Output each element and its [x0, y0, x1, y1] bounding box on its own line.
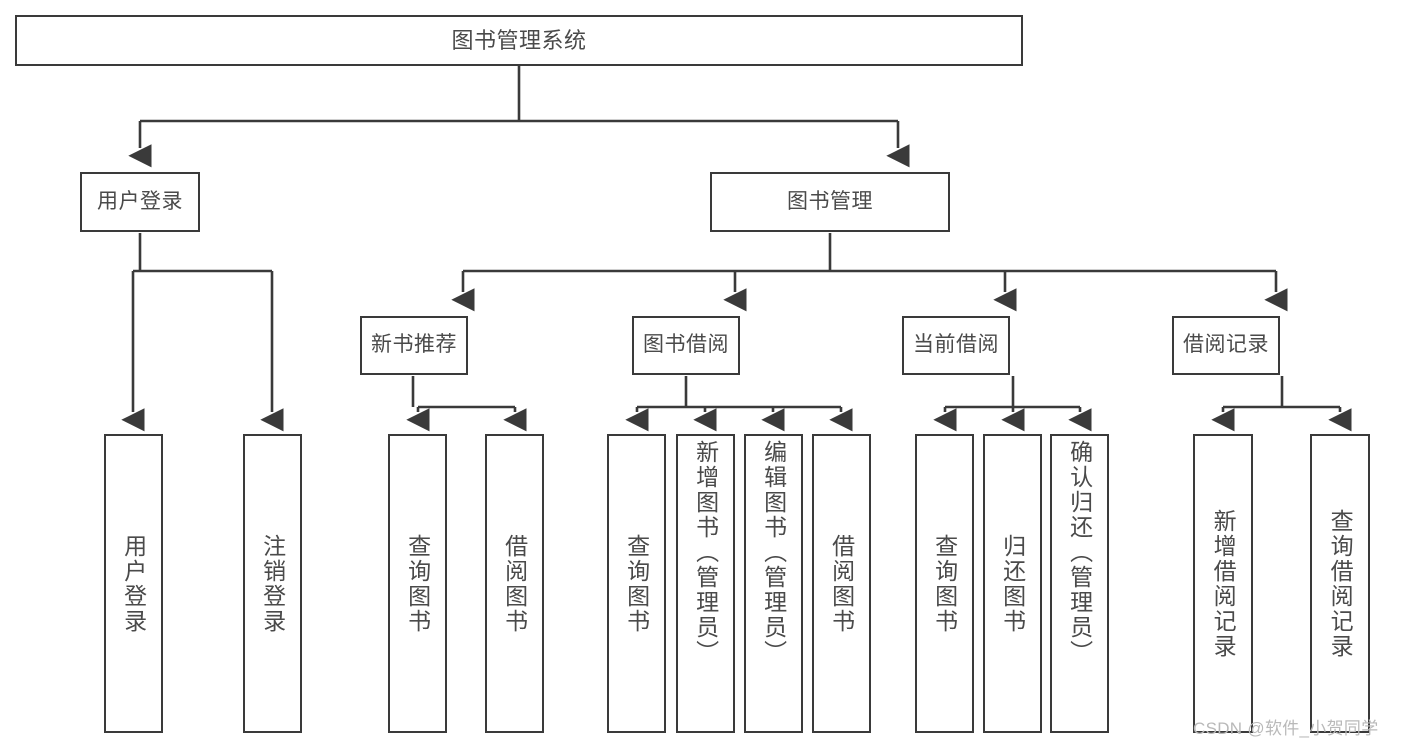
node-book-borrow-label: 图书借阅: [643, 333, 729, 357]
leaf-query-book-2-label: 查询图书: [623, 533, 650, 634]
leaf-query-record-label: 查询借阅记录: [1327, 508, 1354, 659]
leaf-logout-login-label: 注销登录: [259, 533, 286, 634]
leaf-add-book[interactable]: 新增图书（管理员）: [676, 434, 735, 733]
leaf-borrow-book-2-label: 借阅图书: [828, 533, 855, 634]
node-borrow-record-label: 借阅记录: [1183, 333, 1269, 357]
leaf-query-book-1-label: 查询图书: [404, 533, 431, 634]
leaf-confirm-return-label: 确认归还（管理员）: [1066, 440, 1093, 665]
node-user-login-label: 用户登录: [97, 189, 183, 213]
node-new-book-recommend[interactable]: 新书推荐: [360, 316, 468, 375]
leaf-query-book-3-label: 查询图书: [931, 533, 958, 634]
leaf-return-book[interactable]: 归还图书: [983, 434, 1042, 733]
csdn-watermark: CSDN @软件_小贺同学: [1193, 719, 1379, 738]
node-current-borrow[interactable]: 当前借阅: [902, 316, 1010, 375]
leaf-user-login[interactable]: 用户登录: [104, 434, 163, 733]
leaf-query-book-3[interactable]: 查询图书: [915, 434, 974, 733]
node-book-manage-label: 图书管理: [787, 189, 873, 213]
leaf-borrow-book-1[interactable]: 借阅图书: [485, 434, 544, 733]
leaf-query-record[interactable]: 查询借阅记录: [1310, 434, 1370, 733]
leaf-confirm-return[interactable]: 确认归还（管理员）: [1050, 434, 1109, 733]
node-new-book-recommend-label: 新书推荐: [371, 333, 457, 357]
leaf-borrow-book-2[interactable]: 借阅图书: [812, 434, 871, 733]
node-current-borrow-label: 当前借阅: [913, 333, 999, 357]
leaf-add-record-label: 新增借阅记录: [1210, 508, 1237, 659]
leaf-add-book-label: 新增图书（管理员）: [692, 440, 719, 665]
node-root-label: 图书管理系统: [451, 27, 587, 53]
leaf-edit-book-label: 编辑图书（管理员）: [760, 440, 787, 665]
node-book-borrow[interactable]: 图书借阅: [632, 316, 740, 375]
node-root[interactable]: 图书管理系统: [15, 15, 1023, 66]
leaf-user-login-label: 用户登录: [120, 533, 147, 634]
leaf-add-record[interactable]: 新增借阅记录: [1193, 434, 1253, 733]
node-borrow-record[interactable]: 借阅记录: [1172, 316, 1280, 375]
leaf-query-book-1[interactable]: 查询图书: [388, 434, 447, 733]
leaf-return-book-label: 归还图书: [999, 533, 1026, 634]
leaf-borrow-book-1-label: 借阅图书: [501, 533, 528, 634]
node-book-manage[interactable]: 图书管理: [710, 172, 950, 232]
leaf-query-book-2[interactable]: 查询图书: [607, 434, 666, 733]
leaf-logout-login[interactable]: 注销登录: [243, 434, 302, 733]
leaf-edit-book[interactable]: 编辑图书（管理员）: [744, 434, 803, 733]
node-user-login[interactable]: 用户登录: [80, 172, 200, 232]
